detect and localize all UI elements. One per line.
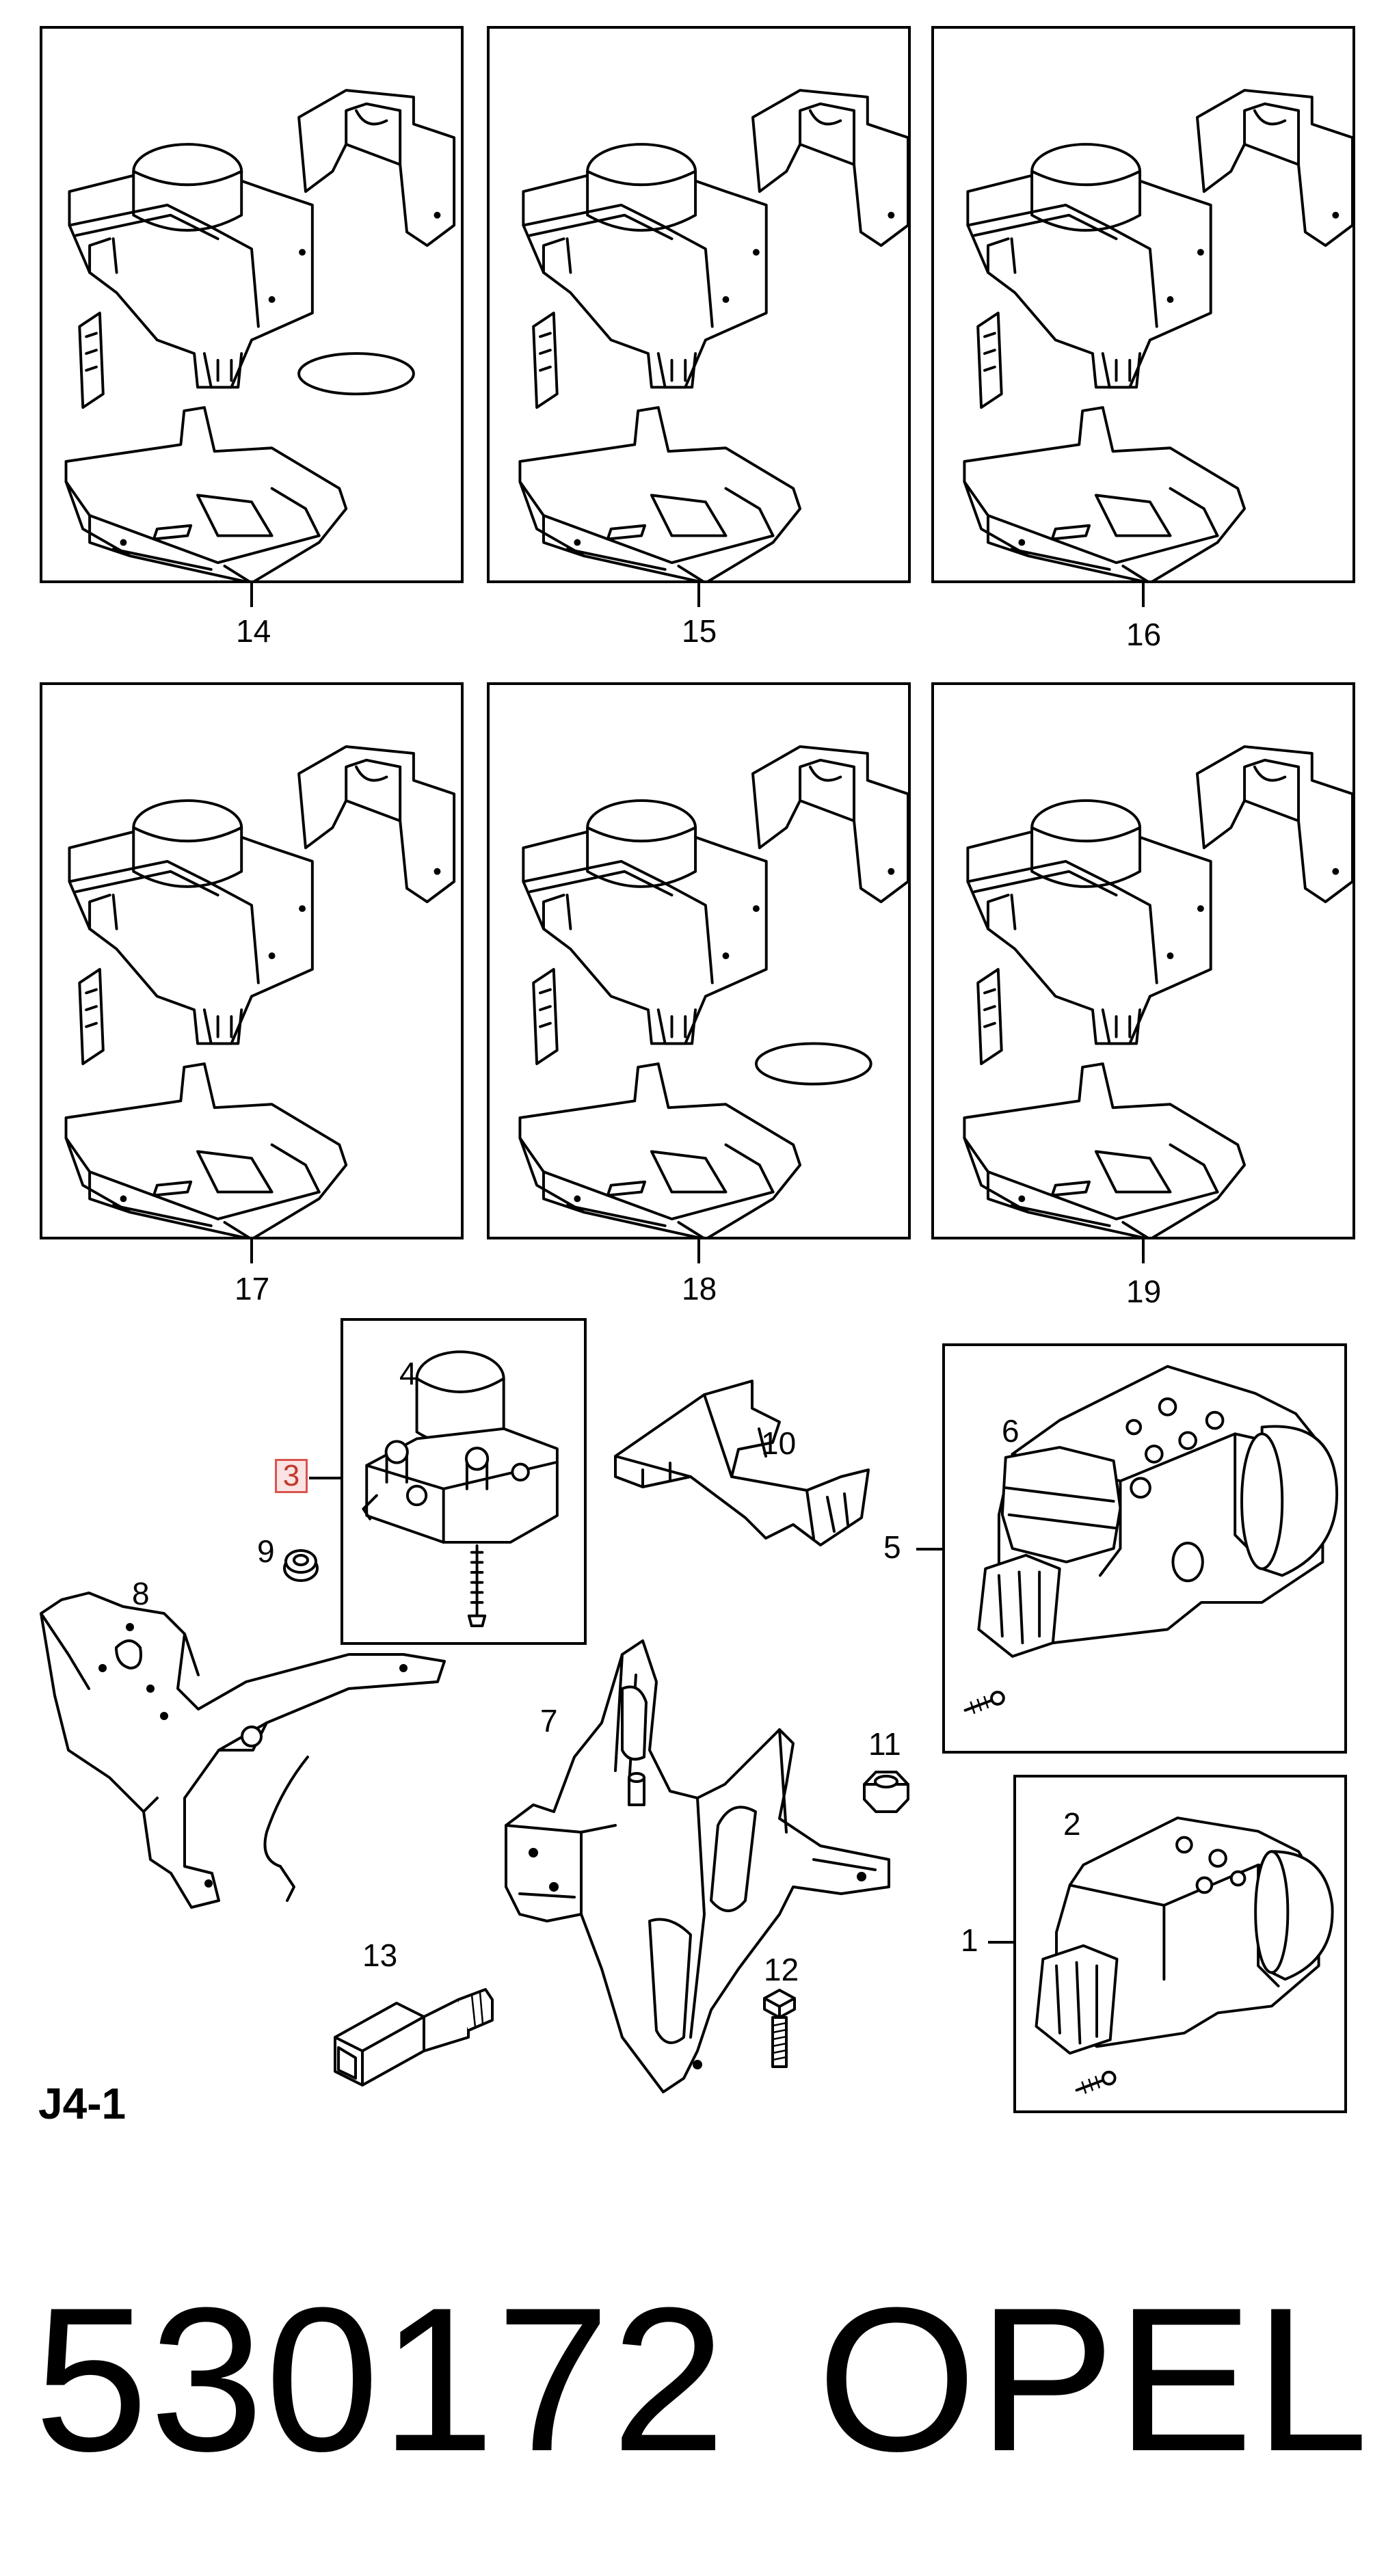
modulator-panel[interactable]: [341, 1318, 587, 1645]
variant-panel-15[interactable]: [487, 26, 911, 583]
module-drawing: [518, 745, 908, 1237]
callout-label: 18: [682, 1271, 717, 1306]
module-drawing: [518, 89, 908, 580]
module-drawing: [64, 745, 456, 1237]
module-drawing: [963, 745, 1352, 1237]
bracket-10-part: [614, 1380, 870, 1546]
callout-leader: [697, 1239, 700, 1263]
grommet-part: [283, 1549, 319, 1582]
callout-label: 10: [761, 1425, 797, 1461]
abs-unit-drawing: [1035, 1816, 1334, 2094]
bracket-7-part: [505, 1639, 890, 2093]
callout-label: 16: [1126, 617, 1162, 652]
callout-label: 15: [682, 613, 717, 649]
callout-leader: [1142, 1239, 1145, 1263]
callout-leader: [250, 583, 253, 607]
callout-leader: [309, 1477, 342, 1479]
callout-label: 9: [257, 1533, 275, 1569]
callout-leader: [988, 1941, 1013, 1944]
callout-leader: [916, 1548, 942, 1551]
variant-panel-19[interactable]: [931, 682, 1355, 1239]
abs-unit-panel-small[interactable]: [1013, 1775, 1347, 2113]
module-drawing: [963, 89, 1352, 580]
part-number: 530172: [34, 2264, 728, 2494]
bracket-8-part: [40, 1592, 446, 1909]
callout-label: 14: [236, 613, 271, 649]
callout-label: 19: [1126, 1274, 1162, 1309]
brand-name: OPEL: [817, 2264, 1370, 2494]
module-drawing: [64, 89, 456, 580]
variant-panel-18[interactable]: [487, 682, 911, 1239]
callout-label: 13: [362, 1937, 398, 1973]
variant-panel-17[interactable]: [40, 682, 464, 1239]
callout-label: 11: [868, 1726, 901, 1762]
variant-panel-16[interactable]: [931, 26, 1355, 583]
callout-label: 17: [235, 1271, 270, 1306]
callout-3-highlight[interactable]: 3: [275, 1459, 308, 1493]
callout-label: 5: [883, 1529, 901, 1565]
callout-label: 6: [1002, 1413, 1019, 1449]
callout-leader: [250, 1239, 253, 1263]
page-code: J4-1: [38, 2079, 126, 2128]
callout-label: 8: [132, 1576, 150, 1611]
callout-label: 4: [399, 1356, 417, 1391]
callout-label: 1: [961, 1922, 978, 1958]
bolt-part: [763, 1989, 796, 2068]
callout-label: 7: [540, 1703, 558, 1739]
abs-unit-panel-large[interactable]: [942, 1343, 1347, 1754]
pressure-sensor-part: [334, 1988, 494, 2087]
variant-panel-14[interactable]: [40, 26, 464, 583]
nut-part: [863, 1771, 909, 1813]
callout-leader: [697, 583, 700, 607]
callout-label: 2: [1063, 1806, 1081, 1842]
abs-unit-drawing: [963, 1365, 1339, 1715]
callout-leader: [1142, 583, 1145, 607]
callout-label: 12: [764, 1952, 799, 1987]
modulator-drawing: [362, 1350, 559, 1628]
